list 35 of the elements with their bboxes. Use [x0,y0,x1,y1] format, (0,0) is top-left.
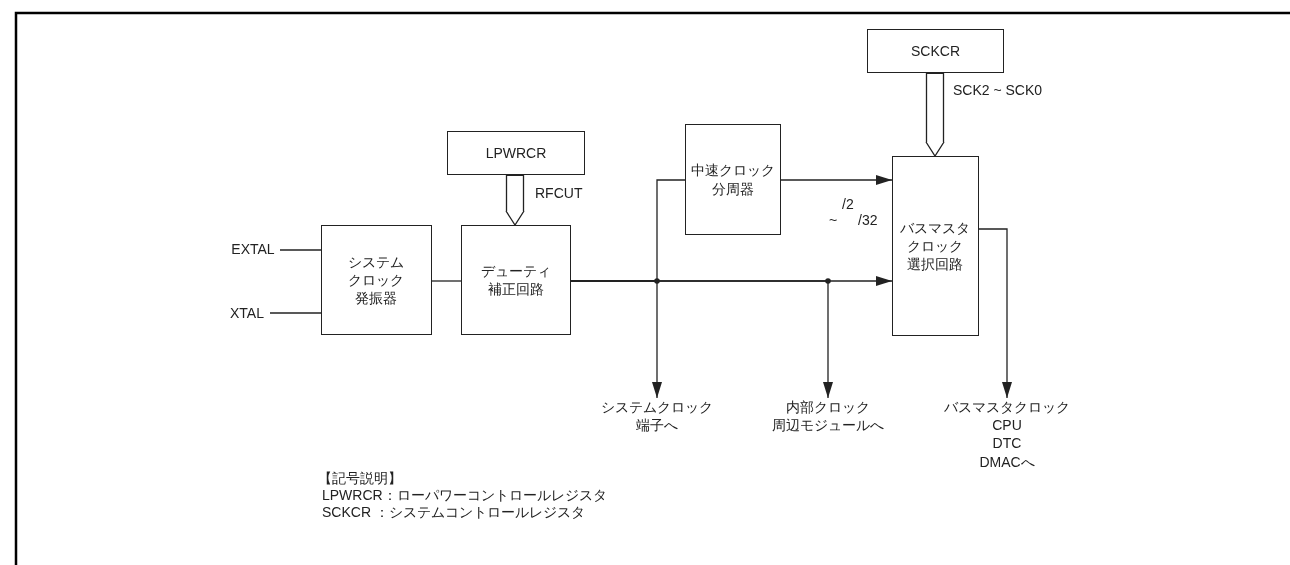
signal-label: CPU [992,416,1022,435]
legend-text: SCKCR ：システムコントロールレジスタ [322,504,585,521]
legend-heading: 【記号説明】 [318,470,402,487]
block-box [892,156,979,336]
division-label: /32 [858,212,878,229]
signal-label: DMACへ [979,452,1035,471]
edge-label: SCK2 ~ SCK0 [953,82,1043,99]
signal-label: XTAL [230,304,264,323]
arrow [780,175,893,185]
block-box [321,225,432,335]
block-label: 選択回路 [906,255,965,274]
block-label: デューティ補正回路 [480,261,552,299]
signal-label: システムクロック端子へ [600,398,714,435]
signal-label: 内部クロック [786,398,870,417]
block-box [447,131,585,175]
block-label: SCKCR [911,41,960,61]
legend-text: LPWRCR：ローパワーコントロールレジスタ [322,487,607,504]
signal-label: DTC [992,434,1022,453]
signal-label: バスマスタクロック [944,398,1070,417]
arrow [978,228,1012,399]
signal-label: 周辺モジュールへ [772,416,884,435]
block-label: 中速クロック分周器 [690,161,776,198]
connector-line [269,312,322,314]
block-label: システムクロック発振器 [347,252,406,308]
division-label: /2 [842,196,854,213]
block-box [461,225,571,335]
block-box [685,124,781,235]
division-label: ~ [829,212,838,229]
edge-label: RFCUT [535,185,583,202]
block-box [867,29,1004,73]
block-label: バスマスタクロック [899,218,972,256]
connector-line [279,249,322,251]
signal-label: EXTAL [231,240,275,259]
block-label: LPWRCR [485,143,547,163]
connector-line [431,280,462,282]
